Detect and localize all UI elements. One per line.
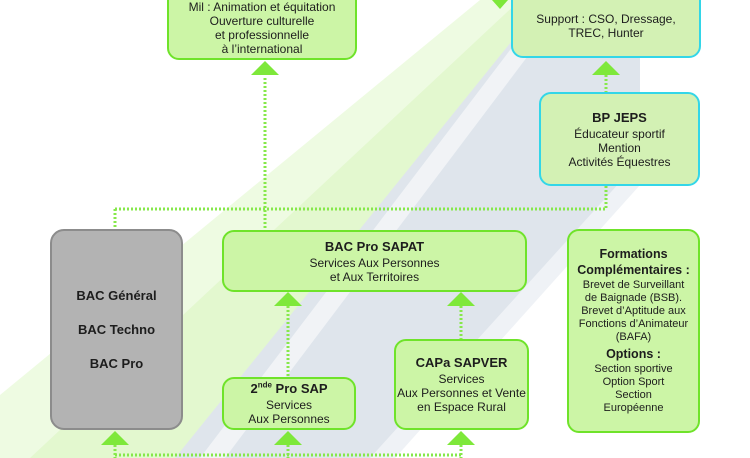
seconde-pro-sap-line-2: Aux Personnes [248, 412, 330, 426]
arrow-up-sapat-left [274, 292, 302, 306]
arrow-up-bac-bottom [101, 431, 129, 445]
bac-general-label: BAC Général [76, 287, 157, 303]
capa-sapver-line-3: en Espace Rural [417, 400, 506, 414]
top-right-formation-box: Support : CSO, Dressage, TREC, Hunter [511, 0, 701, 58]
arrow-up-seconde-bottom [274, 431, 302, 445]
seconde-pro-sap-line-1: Services [265, 398, 312, 412]
options-title: Options : [606, 347, 661, 361]
bac-pro-sapat-title: BAC Pro SAPAT [324, 238, 425, 254]
bp-jeps-line-1: Éducateur sportif [574, 126, 665, 141]
bp-jeps-line-2: Mention [598, 140, 641, 155]
capa-sapver-box: CAPa SAPVER Services Aux Personnes et Ve… [394, 339, 529, 430]
arrow-up-sapat-right [447, 292, 475, 306]
bac-techno-label: BAC Techno [77, 321, 156, 337]
arrow-top-right-corner [492, 0, 508, 9]
top-left-formation-box: Mil : Animation et équitation Ouverture … [167, 0, 357, 60]
top-left-line-4: à l’international [221, 42, 303, 56]
bac-pro-sapat-line-1: Services Aux Personnes [309, 255, 440, 270]
top-right-line-1: Support : CSO, Dressage, [536, 12, 676, 26]
top-left-line-1: Mil : Animation et équitation [188, 0, 336, 14]
seconde-title-prefix: 2 [250, 381, 258, 396]
bac-pro-sapat-box: BAC Pro SAPAT Services Aux Personnes et … [222, 230, 527, 292]
seconde-title-superscript: nde [257, 380, 272, 390]
capa-sapver-line-1: Services [438, 372, 485, 386]
bp-jeps-box: BP JEPS Éducateur sportif Mention Activi… [539, 92, 700, 186]
bac-pro-label: BAC Pro [89, 355, 144, 371]
arrow-up-top-right [592, 61, 620, 75]
formations-complementaires-box: Formations Complémentaires : Brevet de S… [567, 229, 700, 433]
options-line-4: Européenne [603, 402, 664, 414]
arrow-up-capa-bottom [447, 431, 475, 445]
formations-line-5: (BAFA) [615, 331, 652, 343]
seconde-pro-sap-box: 2nde Pro SAP Services Aux Personnes [222, 377, 356, 430]
top-left-line-2: Ouverture culturelle [209, 14, 315, 28]
options-line-2: Option Sport [602, 376, 665, 388]
arrow-up-top-left [251, 61, 279, 75]
options-line-3: Section [615, 389, 652, 401]
formations-line-4: Fonctions d’Animateur [578, 318, 689, 330]
formations-line-3: Brevet d’Aptitude aux [581, 305, 686, 317]
bac-general-box: BAC Général BAC Techno BAC Pro [50, 229, 183, 430]
seconde-pro-sap-title: 2nde Pro SAP [250, 381, 327, 397]
formations-line-2: de Baignade (BSB). [584, 292, 683, 304]
bac-pro-sapat-line-2: et Aux Territoires [329, 269, 420, 284]
bp-jeps-line-3: Activités Équestres [568, 154, 671, 169]
capa-sapver-line-2: Aux Personnes et Vente [397, 386, 526, 400]
capa-sapver-title: CAPa SAPVER [415, 355, 508, 370]
diagonal-band-white-split [200, 0, 570, 458]
bp-jeps-title: BP JEPS [592, 109, 647, 125]
formations-title-line-2: Complémentaires : [577, 263, 690, 277]
formations-line-1: Brevet de Surveillant [582, 279, 685, 291]
top-left-line-3: et professionnelle [214, 28, 310, 42]
formations-title-line-1: Formations [599, 247, 668, 261]
seconde-title-suffix: Pro SAP [271, 381, 328, 396]
top-right-line-2: TREC, Hunter [568, 26, 644, 40]
options-line-1: Section sportive [594, 363, 673, 375]
